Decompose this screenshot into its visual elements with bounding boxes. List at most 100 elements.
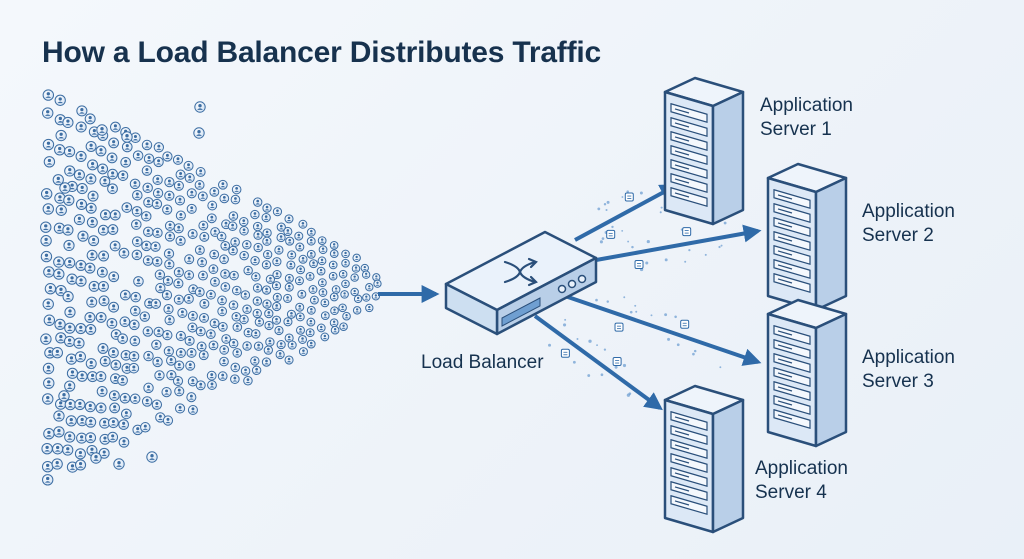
user-icon: [174, 403, 186, 414]
user-icon: [297, 289, 307, 299]
user-icon: [174, 386, 185, 397]
user-icon: [306, 305, 316, 315]
user-icon: [152, 188, 164, 199]
user-icon: [250, 256, 260, 266]
data-packet-icon: [682, 227, 692, 237]
user-icon: [129, 393, 141, 405]
load-balancer-device: [444, 230, 598, 336]
user-icon: [53, 222, 66, 234]
user-icon: [55, 204, 67, 216]
user-icon: [328, 271, 338, 281]
user-icon: [219, 193, 230, 204]
user-icon: [194, 179, 205, 190]
user-icon: [254, 317, 265, 327]
server-3-label-line2: Server 3: [862, 371, 934, 392]
user-icon: [185, 360, 196, 371]
user-icon: [151, 198, 163, 210]
user-icon: [166, 370, 177, 381]
user-icon: [173, 180, 184, 191]
user-icon: [232, 348, 243, 358]
user-icon: [338, 303, 347, 313]
user-icon: [43, 314, 56, 326]
user-icon: [316, 323, 326, 333]
user-icon: [164, 259, 175, 270]
user-icon: [75, 459, 87, 471]
user-icon: [106, 152, 118, 164]
user-icon: [228, 338, 239, 349]
user-icon: [194, 245, 205, 256]
user-icon: [251, 365, 262, 375]
user-icon: [242, 239, 252, 250]
user-icon: [73, 214, 85, 226]
user-icon: [350, 287, 359, 297]
server-3-label-line1: Application: [862, 347, 955, 368]
user-icon: [253, 230, 263, 240]
user-icon: [143, 350, 154, 362]
user-icon: [51, 347, 63, 359]
user-icon: [284, 355, 294, 365]
servers: [663, 76, 848, 534]
user-icon: [40, 235, 52, 247]
server-4-label-line2: Server 4: [755, 482, 827, 503]
user-icon: [65, 353, 78, 365]
server-rack-icon: [663, 76, 745, 226]
user-icon: [53, 426, 65, 438]
user-icon: [228, 211, 239, 221]
user-icon: [252, 308, 262, 319]
data-packets: [548, 190, 727, 397]
user-icon: [320, 332, 330, 342]
user-icon: [240, 290, 251, 300]
user-icon: [74, 351, 86, 363]
user-icon: [108, 137, 120, 149]
user-icon: [95, 402, 107, 414]
user-icon: [197, 257, 208, 268]
user-icon: [227, 221, 238, 232]
user-icon: [163, 346, 174, 357]
user-icon: [295, 302, 305, 312]
user-icon: [253, 242, 263, 253]
user-icon: [42, 107, 54, 119]
user-icon: [108, 271, 120, 283]
server-1-label: Application Server 1: [760, 94, 853, 142]
user-icon: [306, 249, 316, 259]
user-icon: [261, 285, 272, 295]
user-icon: [110, 359, 122, 371]
user-icon: [88, 235, 100, 247]
user-icon: [66, 273, 78, 285]
user-icon: [329, 292, 339, 302]
user-icon: [73, 337, 85, 349]
user-icon: [317, 236, 327, 245]
data-packet-icon: [612, 357, 622, 367]
user-icon: [161, 289, 173, 301]
user-icon: [373, 279, 382, 288]
user-icon: [196, 341, 207, 352]
user-icon: [42, 298, 54, 310]
user-icon: [131, 249, 143, 261]
user-icon: [239, 250, 249, 261]
user-icon: [318, 288, 328, 297]
user-icon: [54, 94, 66, 106]
user-icon: [272, 207, 283, 217]
user-icon: [175, 330, 186, 342]
user-icon: [141, 165, 153, 176]
user-icon: [143, 382, 154, 394]
user-icon: [184, 335, 195, 346]
user-icon: [146, 451, 158, 463]
user-icon: [195, 166, 206, 177]
user-icon: [63, 194, 75, 206]
user-icon: [53, 256, 65, 268]
user-icon: [351, 264, 361, 273]
user-icon: [142, 326, 154, 337]
data-packet-icon: [680, 319, 690, 329]
user-icon: [128, 351, 140, 362]
user-icon: [162, 151, 173, 162]
server-3-label: Application Server 3: [862, 346, 955, 394]
user-icon: [141, 240, 152, 252]
user-icon: [285, 236, 295, 246]
user-icon: [96, 124, 108, 136]
user-icon: [162, 275, 174, 287]
user-icon: [143, 226, 154, 238]
user-icon: [208, 264, 219, 275]
user-icon: [98, 250, 110, 262]
user-icon: [198, 350, 209, 361]
